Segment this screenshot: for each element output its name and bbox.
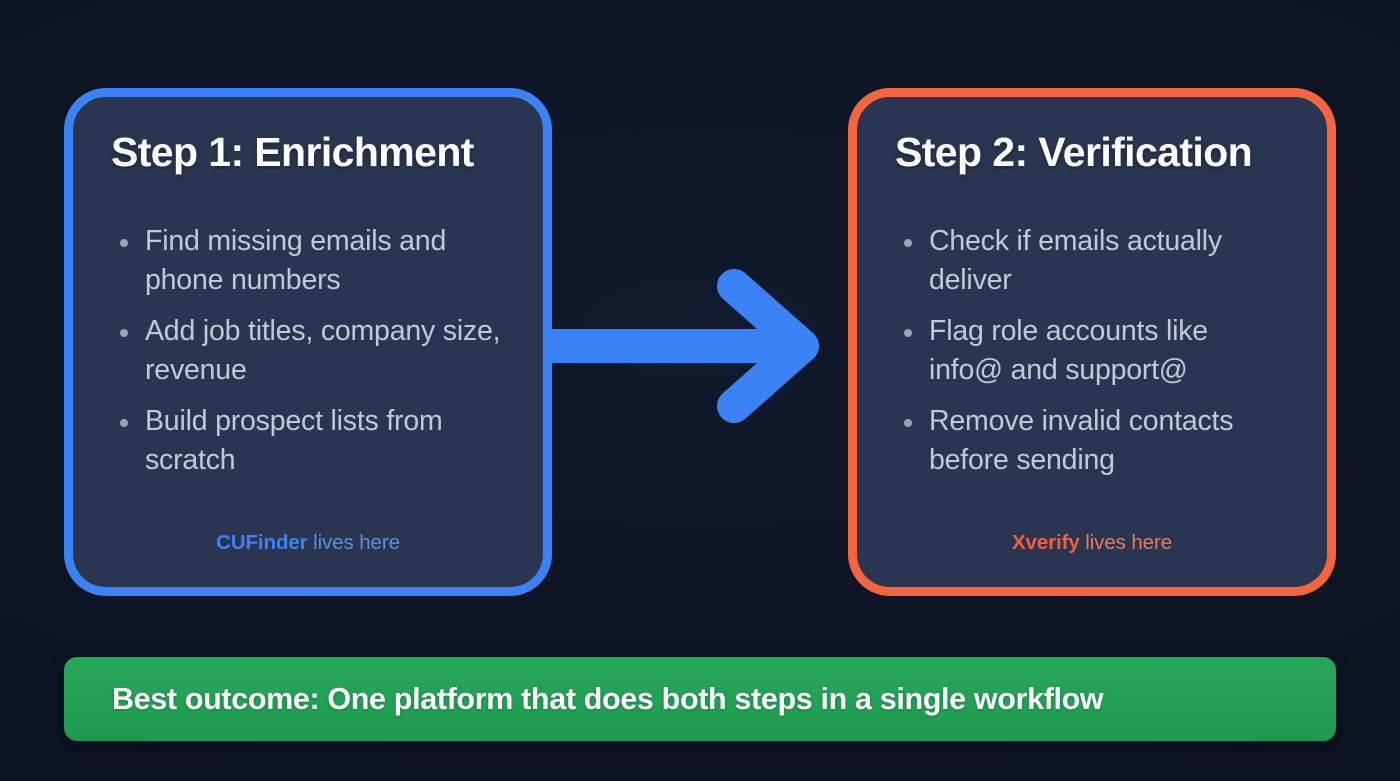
list-item: Add job titles, company size, revenue xyxy=(111,312,505,390)
card-title-enrichment: Step 1: Enrichment xyxy=(111,129,474,175)
brand-label-cufinder: CUFinder xyxy=(216,531,308,554)
card-body-verification: Step 2: Verification Check if emails act… xyxy=(857,97,1327,587)
step-card-enrichment: Step 1: Enrichment Find missing emails a… xyxy=(64,88,552,596)
list-item: Flag role accounts like info@ and suppor… xyxy=(895,312,1289,390)
list-item: Remove invalid contacts before sending xyxy=(895,402,1289,480)
footer-tail-enrichment: lives here xyxy=(307,531,400,554)
card-footer-verification: Xverify lives here xyxy=(895,531,1289,561)
card-title-verification: Step 2: Verification xyxy=(895,129,1253,175)
bullet-list-verification: Check if emails actually deliver Flag ro… xyxy=(895,222,1289,531)
right-arrow-icon xyxy=(548,269,819,423)
card-body-enrichment: Step 1: Enrichment Find missing emails a… xyxy=(73,97,543,587)
outcome-banner-text: Best outcome: One platform that does bot… xyxy=(112,681,1104,716)
card-footer-enrichment: CUFinder lives here xyxy=(111,531,505,561)
list-item: Check if emails actually deliver xyxy=(895,222,1289,300)
flow-arrow-container xyxy=(548,266,824,426)
list-item: Build prospect lists from scratch xyxy=(111,402,505,480)
footer-tail-verification: lives here xyxy=(1079,531,1173,554)
step-card-verification: Step 2: Verification Check if emails act… xyxy=(848,88,1336,596)
brand-label-xverify: Xverify xyxy=(1011,531,1080,554)
outcome-banner: Best outcome: One platform that does bot… xyxy=(64,657,1336,741)
list-item: Find missing emails and phone numbers xyxy=(111,222,505,300)
bullet-list-enrichment: Find missing emails and phone numbers Ad… xyxy=(111,222,505,531)
